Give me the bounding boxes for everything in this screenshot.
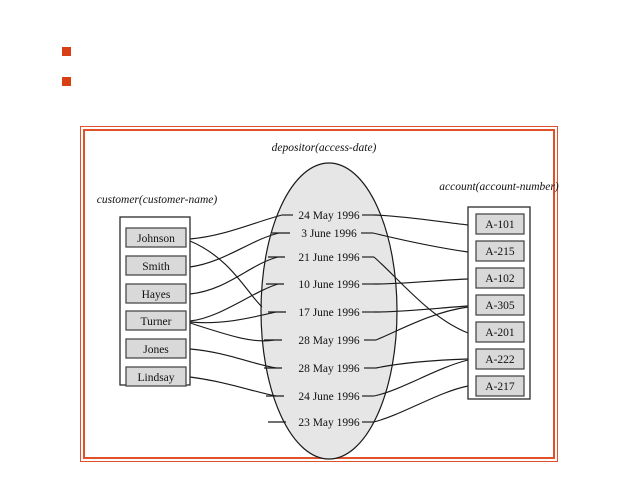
slide-bullet-1 bbox=[62, 47, 71, 56]
link-hayes-10june[interactable] bbox=[189, 256, 279, 295]
account-label-a201[interactable]: A-201 bbox=[485, 327, 515, 339]
relationship-set-label: depositor(access-date) bbox=[272, 142, 377, 154]
link-21june-a201[interactable] bbox=[373, 256, 469, 334]
access-date-9[interactable]: 23 May 1996 bbox=[298, 417, 360, 429]
access-date-7[interactable]: 28 May 1996 bbox=[298, 363, 360, 375]
access-date-2[interactable]: 3 June 1996 bbox=[301, 228, 357, 240]
account-label-a305[interactable]: A-305 bbox=[485, 300, 515, 312]
slide-bullet-2 bbox=[62, 77, 71, 86]
account-box-a305[interactable] bbox=[475, 294, 525, 316]
customer-label-johnson[interactable]: Johnson bbox=[137, 233, 175, 245]
customer-box-johnson[interactable] bbox=[125, 227, 187, 248]
account-set-label: account(account-number) bbox=[439, 181, 559, 193]
date-account-links bbox=[372, 214, 469, 423]
link-28may-a222[interactable] bbox=[375, 358, 469, 369]
link-johnson-3june[interactable] bbox=[189, 240, 263, 308]
customer-entities: Johnson Smith Hayes Turner Jones Lindsay bbox=[125, 227, 187, 387]
link-23may-a217[interactable] bbox=[373, 385, 469, 423]
customer-date-links bbox=[189, 214, 283, 397]
link-3june-a215[interactable] bbox=[372, 232, 469, 253]
access-date-3[interactable]: 21 June 1996 bbox=[298, 252, 360, 264]
link-24may-a101[interactable] bbox=[373, 214, 469, 226]
account-box-a201[interactable] bbox=[475, 321, 525, 343]
link-jones-24june[interactable] bbox=[189, 348, 277, 369]
customer-label-smith[interactable]: Smith bbox=[142, 261, 170, 273]
link-smith-21june[interactable] bbox=[189, 232, 280, 268]
customer-box-hayes[interactable] bbox=[125, 283, 187, 304]
account-box-a102[interactable] bbox=[475, 267, 525, 289]
link-17june-a305[interactable] bbox=[373, 305, 469, 313]
link-turner-17june[interactable] bbox=[189, 283, 279, 322]
link-turner-28may-a[interactable] bbox=[189, 311, 277, 324]
link-johnson-24may[interactable] bbox=[189, 214, 283, 240]
account-label-a222[interactable]: A-222 bbox=[485, 354, 515, 366]
account-label-a215[interactable]: A-215 bbox=[485, 246, 515, 258]
access-date-labels: 24 May 1996 3 June 1996 21 June 1996 10 … bbox=[298, 210, 360, 429]
account-label-a101[interactable]: A-101 bbox=[485, 219, 515, 231]
customer-box-jones[interactable] bbox=[125, 338, 187, 359]
account-label-a102[interactable]: A-102 bbox=[485, 273, 515, 285]
date-stubs bbox=[264, 214, 376, 423]
customer-label-hayes[interactable]: Hayes bbox=[142, 289, 171, 301]
access-date-6[interactable]: 28 May 1996 bbox=[298, 335, 360, 347]
access-date-5[interactable]: 17 June 1996 bbox=[298, 307, 360, 319]
link-24june-a222[interactable] bbox=[373, 359, 469, 397]
customer-box-turner[interactable] bbox=[125, 310, 187, 331]
customer-label-jones[interactable]: Jones bbox=[143, 344, 169, 356]
link-turner-28may-b[interactable] bbox=[189, 322, 275, 342]
link-28may-a201[interactable] bbox=[375, 306, 469, 341]
customer-box-lindsay[interactable] bbox=[125, 366, 187, 387]
customer-label-lindsay[interactable]: Lindsay bbox=[137, 372, 174, 384]
access-date-4[interactable]: 10 June 1996 bbox=[298, 279, 360, 291]
customer-box-smith[interactable] bbox=[125, 255, 187, 276]
account-box-a101[interactable] bbox=[475, 213, 525, 235]
access-date-1[interactable]: 24 May 1996 bbox=[298, 210, 360, 222]
link-10june-a102[interactable] bbox=[373, 278, 469, 285]
account-label-a217[interactable]: A-217 bbox=[485, 381, 515, 393]
link-lindsay-23may[interactable] bbox=[189, 376, 277, 397]
account-entities: A-101 A-215 A-102 A-305 A-201 A-222 A-21… bbox=[475, 213, 525, 397]
account-box-a217[interactable] bbox=[475, 375, 525, 397]
account-box-a215[interactable] bbox=[475, 240, 525, 262]
customer-set-label: customer(customer-name) bbox=[97, 194, 218, 206]
customer-label-turner[interactable]: Turner bbox=[141, 316, 172, 328]
access-date-8[interactable]: 24 June 1996 bbox=[298, 391, 360, 403]
account-box-a222[interactable] bbox=[475, 348, 525, 370]
